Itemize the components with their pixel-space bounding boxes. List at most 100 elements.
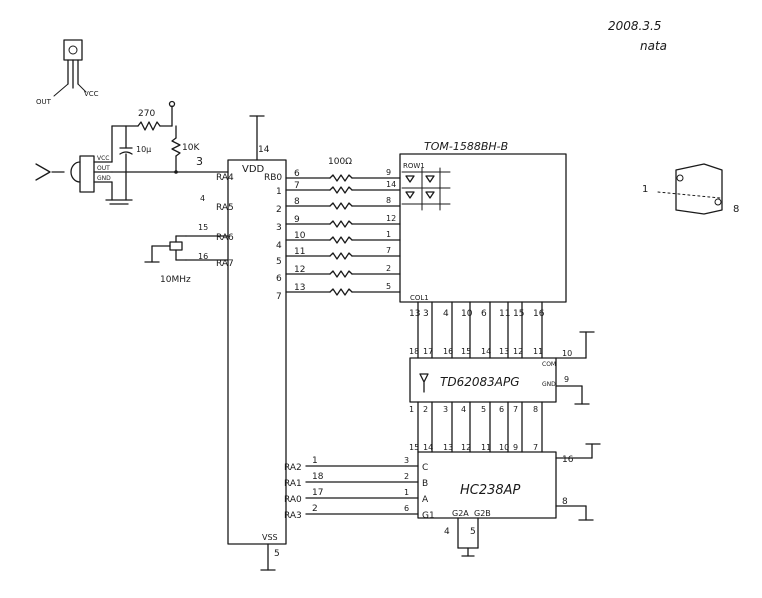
pic-pin-ra4: RA4 [216,173,234,183]
hc238-body [417,451,557,519]
rb-bit-4: 4 [276,241,282,251]
matrix-col-pin: 10 [461,309,473,319]
driver-out-pin: 13 [499,347,509,356]
matrix-col-pin: 13 [409,309,420,319]
matrix-row-pin: 7 [386,246,391,255]
matrix-col-pin: 15 [513,309,524,319]
td62083-body [409,357,557,403]
capacitor-value: 10μ [136,145,151,154]
driver-in-pin: 7 [513,405,518,414]
pic-vss-pin: 5 [274,549,280,559]
ra6-pin-number: 15 [198,223,208,232]
rb-bit-2: 2 [276,205,282,215]
module-pin-vcc: VCC [97,155,109,162]
decoder-input-pin: 1 [404,488,409,497]
hc238-name: HC238AP [460,483,521,498]
resistor-10k [171,137,181,157]
led-symbols [401,167,451,211]
pic-ra-pin: RA3 [284,511,302,521]
driver-in-pin: 4 [461,405,466,414]
pinout-last-pin: 8 [733,204,739,215]
matrix-col-pin: 6 [481,309,487,319]
rb-pin-number: 6 [294,169,300,179]
decoder-input-pin: 6 [404,504,409,513]
td62083-buffer-symbol [419,373,429,393]
matrix-row-pin: 1 [386,230,391,239]
rb-pin-number: 13 [294,283,305,293]
rb-pin-number: 10 [294,231,306,241]
rb-resistor [329,174,353,182]
ra5-pin-number: 4 [200,194,205,203]
pic-ra-pin: RA1 [284,479,302,489]
driver-out-pin: 11 [533,347,543,356]
rb-pin-number: 12 [294,265,305,275]
decoder-out-pin: 7 [533,443,538,452]
pic-pin-ra6: RA6 [216,233,234,243]
pic-body [227,159,287,545]
driver-out-pin: 16 [443,347,453,356]
rb-resistor [329,270,353,278]
pic-vdd-label: VDD [242,164,265,175]
matrix-pinout-sketch [657,163,723,215]
driver-out-pin: 14 [481,347,491,356]
sensor-vcc-label: VCC [84,90,99,98]
author-text: nata [640,39,667,53]
decoder-out-pin: 12 [461,443,471,452]
led-matrix-row-label: ROW1 [403,162,425,170]
decoder-out-pin: 14 [423,443,433,452]
rb-bit-7: 7 [276,292,282,302]
rb-bit-1: 1 [276,187,282,197]
driver-out-pin: 18 [409,347,419,356]
led-matrix-body [399,153,567,303]
pic-pin-ra7: RA7 [216,259,234,269]
module-pin-gnd: GND [97,175,111,182]
pinout-first-pin: 1 [642,184,648,195]
module-pin-out: OUT [97,165,110,172]
hc238-vcc-pin: 16 [562,455,574,465]
sensor-package-sketch [53,39,87,97]
decoder-input-pin: 2 [404,472,409,481]
decoder-input-label: C [422,463,428,473]
resistor-10k-value: 10K [182,143,200,153]
decoder-input-label: A [422,495,429,505]
matrix-row-pin: 8 [386,196,391,205]
driver-in-pin: 6 [499,405,504,414]
pic-vdd-pin: 14 [258,145,270,155]
rb-resistor [329,236,353,244]
pic-ra-pin-number: 2 [312,504,318,514]
driver-out-pin: 12 [513,347,523,356]
matrix-col-pin: 3 [423,309,429,319]
driver-in-pin: 8 [533,405,538,414]
matrix-row-pin: 2 [386,264,391,273]
matrix-row-pin: 9 [386,168,391,177]
matrix-col-pin: 4 [443,309,449,319]
date-text: 2008.3.5 [608,19,661,33]
pic-ra-pin: RA0 [284,495,302,505]
td62083-com-label: COM [542,361,556,368]
ra4-pin-number: 3 [196,155,203,168]
driver-in-pin: 2 [423,405,428,414]
led-matrix-name: TOM-1588BH-B [424,140,508,153]
decoder-out-pin: 9 [513,443,518,452]
hc238-gnd-pin: 8 [562,497,568,507]
hc238-g2b-pin: 5 [470,527,476,537]
driver-in-pin: 3 [443,405,448,414]
crystal [144,235,187,263]
rb-resistor-value: 100Ω [328,157,352,167]
hc238-g2b-label: G2B [474,509,491,518]
decoder-out-pin: 15 [409,443,419,452]
sensor-out-label: OUT [36,98,52,106]
ir-light-arrow [35,163,65,181]
pic-pin-ra5: RA5 [216,203,234,213]
rb-pin-number: 7 [294,181,300,191]
driver-out-pin: 15 [461,347,471,356]
matrix-col-pin: 11 [499,309,510,319]
decoder-input-pin: 3 [404,456,409,465]
driver-out-pin: 17 [423,347,433,356]
matrix-row-pin: 12 [386,214,396,223]
decoder-input-label: B [422,479,428,489]
hc238-g2a-label: G2A [452,509,469,518]
